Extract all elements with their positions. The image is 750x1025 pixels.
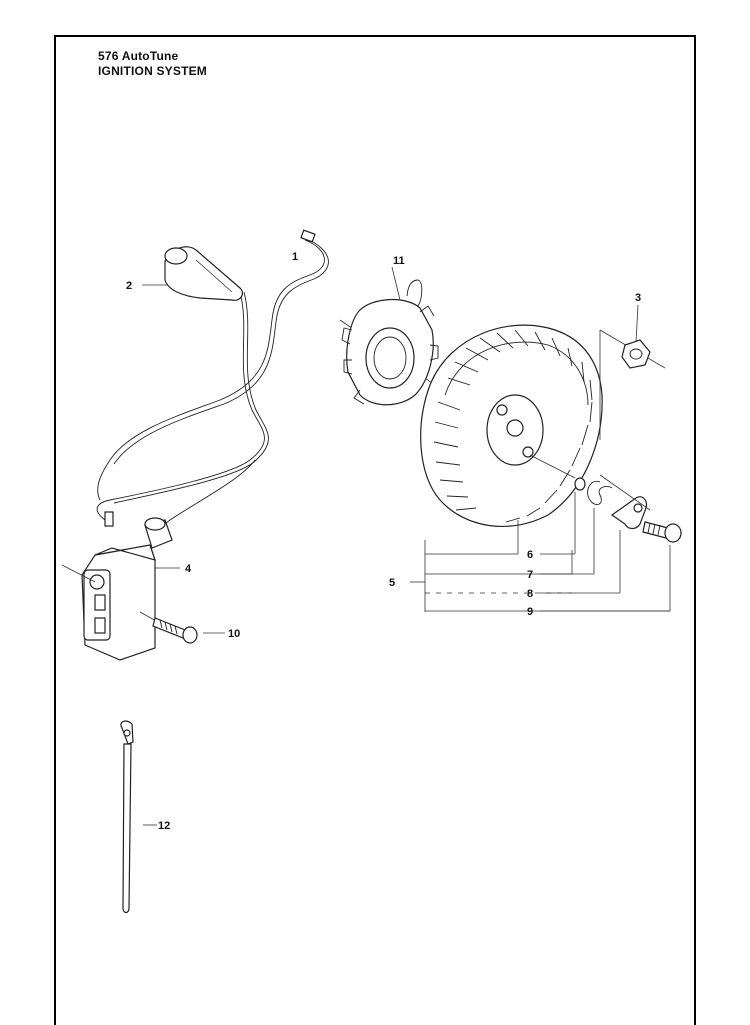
module-screw: [139, 611, 198, 644]
callout-9: 9: [527, 606, 533, 618]
callout-11: 11: [393, 255, 405, 267]
callout-12: 12: [158, 820, 170, 832]
washer: [574, 477, 586, 491]
pawl-screw: [599, 474, 682, 543]
leader-lines: [142, 266, 671, 826]
callout-10: 10: [228, 628, 240, 640]
cable-tie: [120, 720, 134, 914]
callout-6: 6: [527, 549, 533, 561]
spring: [587, 480, 613, 506]
ignition-module: [61, 517, 173, 661]
page-frame: [54, 35, 696, 1025]
callout-5: 5: [389, 577, 395, 589]
callout-4: 4: [185, 563, 192, 575]
spark-plug-boot: [164, 246, 244, 301]
flywheel-nut: [599, 329, 666, 440]
callout-7: 7: [527, 569, 533, 581]
callout-2: 2: [126, 280, 132, 292]
pawl: [610, 496, 647, 530]
flywheel: [420, 324, 603, 527]
page-title: 576 AutoTune: [98, 49, 179, 63]
page-subtitle: IGNITION SYSTEM: [98, 64, 208, 78]
coil-stator: [339, 279, 439, 406]
ignition-cable: [96, 229, 329, 541]
callout-8: 8: [527, 588, 533, 600]
callout-1: 1: [292, 251, 298, 263]
callout-3: 3: [635, 292, 641, 304]
